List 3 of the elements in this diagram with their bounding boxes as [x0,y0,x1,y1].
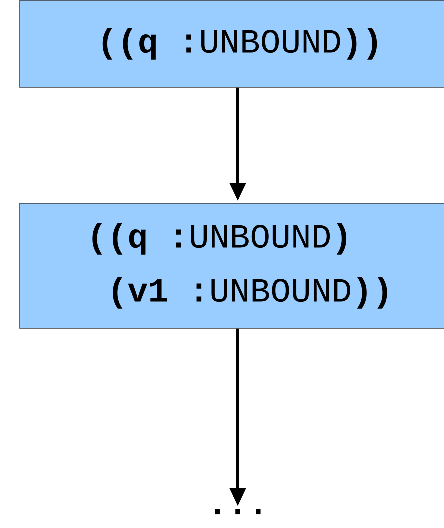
process-box: ((q :UNBOUND)) [20,0,444,88]
ellipsis-text: ... [215,509,261,515]
process-box: ((q :UNBOUND) (v1 :UNBOUND)) [20,203,444,329]
